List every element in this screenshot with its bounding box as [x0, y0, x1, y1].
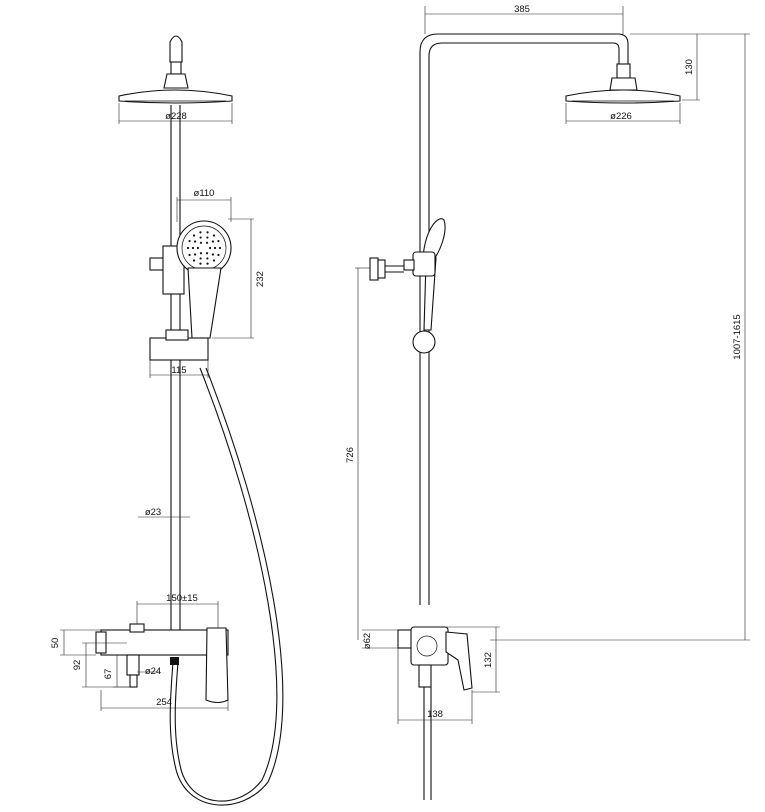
spray-nozzle — [205, 241, 209, 244]
hose-outer — [174, 367, 278, 802]
slider-block — [149, 337, 209, 361]
dim-front-head-diameter: ø228 — [165, 111, 187, 122]
riser-collar — [170, 61, 182, 75]
spray-nozzle — [191, 246, 195, 250]
dim-pipe-diameter: ø23 — [145, 507, 161, 518]
side-view — [369, 33, 681, 800]
side-holder — [412, 251, 436, 277]
dim-overall-width: 254 — [156, 697, 172, 708]
hand-shower-head — [176, 220, 232, 276]
spray-nozzle — [217, 253, 220, 257]
spray-nozzle — [212, 234, 216, 237]
side-hand-shower — [422, 218, 446, 263]
side-slider-knob — [412, 330, 436, 354]
spray-nozzle — [194, 240, 197, 243]
spray-nozzles — [186, 231, 222, 265]
dim-head-drop: 130 — [684, 59, 695, 75]
dim-slider-width: 115 — [171, 365, 186, 376]
spray-nozzle — [206, 231, 209, 234]
spray-nozzle — [188, 253, 191, 257]
side-arm-outer — [419, 33, 629, 605]
dim-arm-reach: 385 — [514, 4, 530, 15]
spray-nozzle — [211, 240, 214, 243]
spray-nozzle — [199, 262, 202, 265]
side-mixer-body — [410, 626, 449, 666]
dim-bracket-height: 726 — [345, 447, 356, 463]
side-mixer-lever — [445, 631, 473, 691]
spray-nozzle — [199, 241, 203, 244]
spray-nozzle — [196, 246, 200, 250]
dim-mixer-height: 132 — [483, 652, 494, 668]
dim-hand-diameter: ø110 — [194, 188, 215, 199]
spray-nozzle — [208, 246, 212, 250]
spray-nozzle — [199, 252, 203, 255]
spray-nozzle — [205, 252, 209, 255]
dim-outlet-diameter: ø24 — [145, 666, 161, 677]
spray-nozzle — [218, 246, 222, 250]
spray-nozzle — [217, 239, 220, 243]
front-dimensions: ø228 ø110 232 115 ø23 150±15 50 92 — [50, 103, 266, 711]
spray-nozzle — [206, 257, 209, 260]
dim-hand-height: 232 — [255, 271, 266, 287]
side-spout — [418, 664, 432, 688]
dim-flange-diameter: ø62 — [362, 633, 373, 649]
spray-nozzle — [199, 231, 202, 234]
spray-nozzle — [199, 236, 202, 239]
spray-nozzle — [188, 239, 191, 243]
front-mixer-lever — [205, 627, 229, 704]
hose-nut — [170, 657, 179, 665]
side-dimensions: 385 130 ø226 1007-1615 726 ø62 132 138 — [345, 4, 750, 724]
wall-bracket-plate — [369, 257, 379, 281]
side-arm-inner — [428, 42, 620, 605]
spray-nozzle — [211, 253, 214, 256]
dim-outlet-height: 92 — [72, 660, 83, 671]
spray-nozzle — [192, 234, 196, 237]
dim-outlet-depth: 67 — [103, 669, 114, 680]
dim-side-head-diameter: ø226 — [610, 111, 632, 122]
front-view — [95, 35, 284, 806]
head-connector — [163, 73, 189, 89]
dim-body-height: 50 — [50, 638, 61, 649]
spray-nozzle — [186, 246, 190, 250]
hose-inner — [169, 367, 284, 806]
spray-nozzle — [194, 253, 197, 256]
dim-centers: 150±15 — [166, 593, 198, 604]
spray-nozzle — [212, 259, 216, 262]
side-rain-head — [565, 89, 681, 104]
dim-mixer-depth: 138 — [427, 709, 443, 720]
front-rain-head — [118, 89, 233, 104]
spray-nozzle — [206, 262, 209, 265]
spray-nozzle — [199, 257, 202, 260]
hand-shower-handle — [187, 267, 222, 339]
spray-nozzle — [192, 259, 196, 262]
riser-top — [169, 35, 183, 63]
spray-nozzle — [206, 236, 209, 239]
dim-total-height: 1007-1615 — [732, 314, 743, 359]
spray-nozzle — [213, 246, 217, 250]
